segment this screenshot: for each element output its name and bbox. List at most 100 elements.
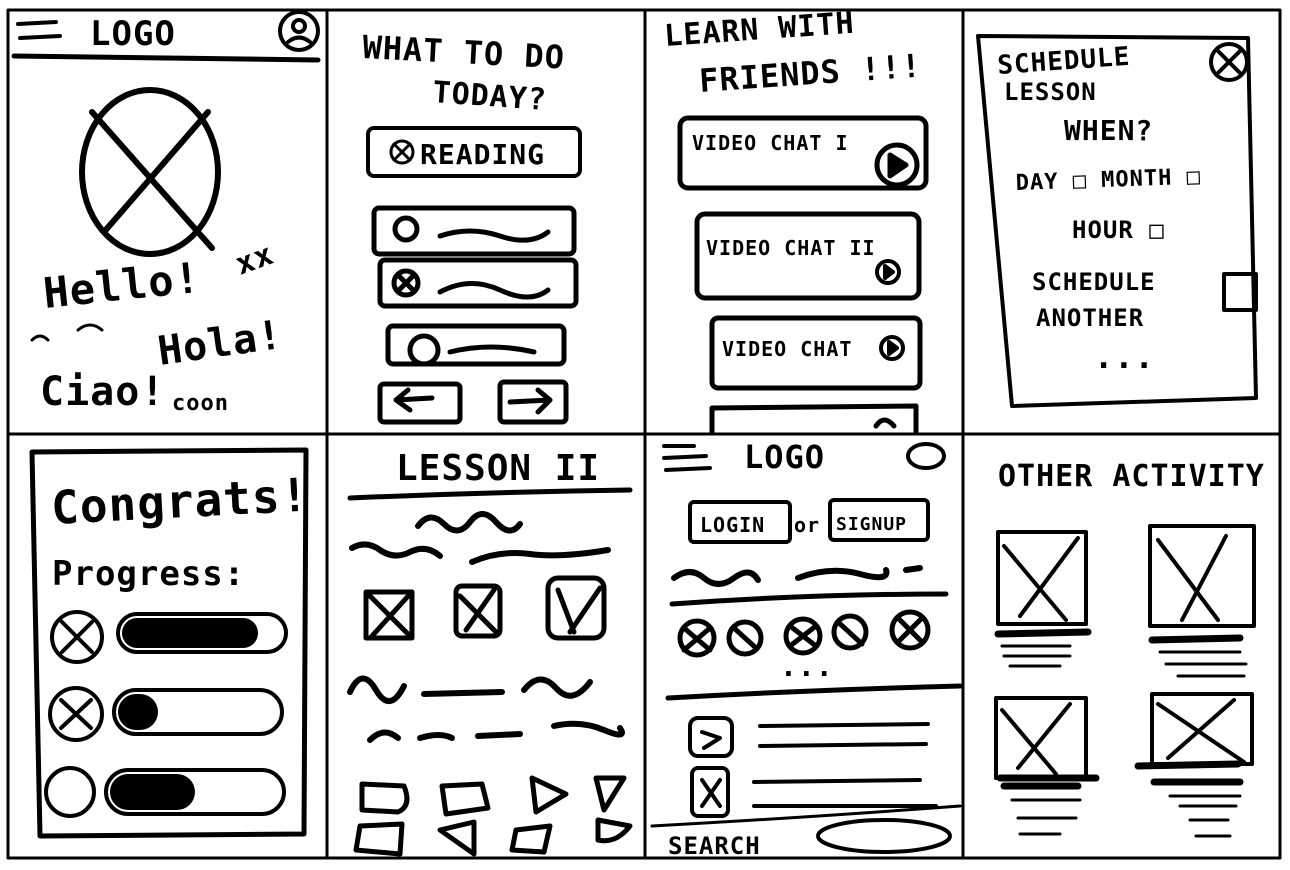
list-item[interactable] [688, 716, 930, 758]
panel-title: TODAY? [431, 75, 548, 118]
panel-lesson: LESSON II [347, 448, 633, 857]
scribble-mark [30, 323, 104, 342]
divider [650, 804, 962, 828]
schedule-another-checkbox[interactable] [1222, 272, 1258, 312]
activity-card[interactable] [1148, 524, 1256, 678]
videochat-item[interactable]: VIDEO CHAT I [677, 115, 929, 191]
play-icon[interactable] [874, 142, 920, 188]
image-placeholder-icon [363, 589, 415, 641]
text-scribble [349, 511, 611, 565]
schedule-another-label: ANOTHER [1036, 304, 1144, 332]
progress-label: Progress: [52, 554, 245, 594]
image-placeholder-icon [545, 575, 607, 641]
panel-other-activity: OTHER ACTIVITY [994, 459, 1265, 838]
back-button[interactable] [377, 381, 463, 425]
greeting-hola: Hola! [155, 312, 286, 375]
videochat-label: VIDEO CHAT I [692, 131, 849, 155]
text-scribble [347, 675, 625, 743]
signup-button[interactable]: SIGNUP [828, 498, 930, 542]
progress-fill [122, 618, 258, 648]
progress-row [48, 686, 284, 742]
progress-bar [112, 688, 284, 736]
greeting-hello: Hello! [41, 253, 203, 318]
divider [665, 683, 963, 701]
videochat-item[interactable]: VIDEO CHAT II [694, 211, 922, 301]
play-icon[interactable] [875, 259, 901, 285]
option-label: READING [420, 138, 545, 171]
panel-title: FRIENDS !!! [698, 47, 923, 100]
more-ellipsis: ... [1094, 338, 1155, 376]
lesson-icon [44, 766, 96, 818]
header-underline [11, 53, 321, 63]
panel-title: OTHER ACTIVITY [998, 459, 1265, 494]
videochat-item[interactable]: VIDEO CHAT [709, 315, 923, 391]
option-button[interactable] [377, 257, 579, 309]
login-label: LOGIN [700, 513, 765, 537]
schedule-another-label: SCHEDULE [1032, 268, 1156, 296]
activity-card[interactable] [994, 530, 1092, 668]
next-button[interactable] [497, 379, 569, 425]
progress-fill [118, 694, 158, 730]
option-icon [389, 139, 415, 165]
play-icon[interactable] [879, 335, 905, 361]
list-item[interactable] [690, 766, 938, 818]
panel-what-to-do: WHAT TO DO TODAY? READING [362, 28, 582, 425]
videochat-item[interactable] [709, 403, 919, 435]
image-placeholder-icon [79, 87, 221, 257]
option-button[interactable] [371, 205, 577, 257]
login-button[interactable]: LOGIN [688, 500, 792, 544]
progress-row [50, 610, 288, 664]
progress-bar [116, 612, 288, 654]
lesson-title: LESSON II [396, 448, 600, 489]
lesson-icon [50, 610, 104, 664]
category-icons [677, 609, 931, 658]
image-placeholder-icon [453, 583, 503, 639]
close-icon[interactable] [1209, 42, 1249, 82]
modal-title: SCHEDULE [996, 42, 1131, 81]
divider [669, 591, 949, 607]
category-icon[interactable] [726, 619, 764, 657]
menu-icon[interactable] [16, 20, 62, 40]
day-month-selector[interactable]: DAY □ MONTH □ [1015, 165, 1201, 196]
lesson-icon [48, 686, 104, 742]
progress-fill [110, 774, 195, 810]
option-button[interactable] [385, 323, 567, 367]
greeting-extra: xx [231, 237, 279, 283]
shape-placeholder [353, 775, 633, 857]
search-label: SEARCH [668, 832, 761, 860]
category-icon[interactable] [831, 613, 869, 651]
option-reading-button[interactable]: READING [366, 126, 582, 178]
videochat-label: VIDEO CHAT II [706, 236, 876, 260]
profile-icon[interactable] [906, 442, 946, 470]
modal-card [976, 34, 1258, 408]
divider [347, 487, 633, 501]
more-ellipsis: ... [780, 650, 834, 683]
category-icon[interactable] [889, 609, 931, 651]
progress-bar [104, 768, 286, 816]
panel-title: LEARN WITH [663, 6, 856, 54]
panel-schedule: SCHEDULE LESSON WHEN? DAY □ MONTH □ HOUR… [976, 34, 1258, 408]
panel-welcome: LOGO Hello! xx Hola! Ciao! coon [11, 10, 321, 416]
category-icon[interactable] [677, 618, 717, 658]
modal-card [29, 447, 309, 839]
progress-row [44, 766, 286, 818]
signup-label: SIGNUP [836, 514, 907, 535]
panel-progress: Congrats! Progress: [29, 447, 311, 839]
text-scribble [671, 565, 923, 587]
menu-icon[interactable] [662, 444, 712, 472]
congrats-title: Congrats! [50, 468, 311, 535]
greeting-extra: coon [172, 391, 229, 416]
panel-title: WHAT TO DO [362, 28, 566, 77]
logo: LOGO [90, 14, 176, 54]
panel-learn-with-friends: LEARN WITH FRIENDS !!! VIDEO CHAT I VIDE… [663, 6, 929, 435]
category-icon[interactable] [783, 616, 823, 656]
activity-card[interactable] [994, 696, 1100, 836]
videochat-label: VIDEO CHAT [722, 337, 852, 361]
modal-title: LESSON [1004, 78, 1097, 106]
search-input[interactable] [816, 818, 952, 854]
activity-card[interactable] [1134, 692, 1254, 838]
hour-selector[interactable]: HOUR □ [1072, 216, 1165, 244]
panel-home: LOGO LOGIN or SIGNUP ... [650, 438, 963, 860]
user-icon[interactable] [278, 10, 320, 52]
